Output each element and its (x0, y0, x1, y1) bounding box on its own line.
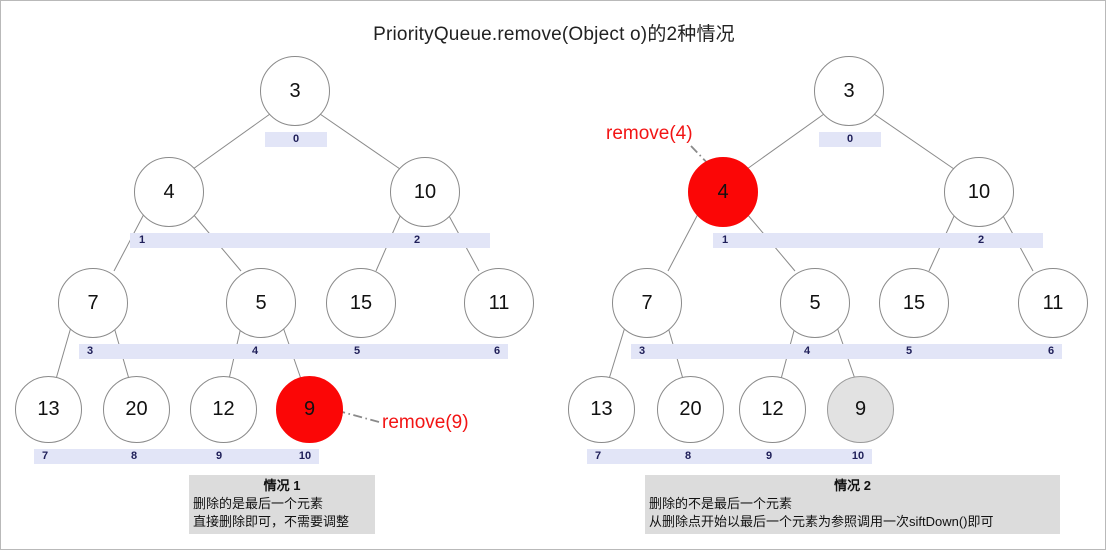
node-value: 12 (212, 398, 235, 420)
node-right-5[interactable]: 15 (879, 268, 949, 338)
index-bar-left-row2 (79, 344, 508, 359)
node-right-9[interactable]: 12 (739, 376, 806, 443)
node-value: 5 (255, 291, 267, 314)
node-left-5[interactable]: 15 (326, 268, 396, 338)
caption-case-1: 情况 1 删除的是最后一个元素 直接删除即可，不需要调整 (189, 475, 375, 534)
index-label-right-5: 5 (905, 345, 913, 357)
node-left-6[interactable]: 11 (464, 268, 534, 338)
node-right-4[interactable]: 5 (780, 268, 850, 338)
node-right-6[interactable]: 11 (1018, 268, 1088, 338)
index-bar-right-row2 (631, 344, 1062, 359)
node-left-7[interactable]: 13 (15, 376, 82, 443)
index-label-right-1: 1 (721, 234, 729, 246)
page-title: PriorityQueue.remove(Object o)的2种情况 (373, 24, 735, 45)
index-label-right-6: 6 (1047, 345, 1055, 357)
index-label-left-4: 4 (251, 345, 259, 357)
index-label-left-7: 7 (41, 450, 49, 462)
index-label-right-10: 10 (851, 450, 865, 462)
node-value: 13 (37, 398, 60, 420)
node-right-7[interactable]: 13 (568, 376, 635, 443)
node-value: 11 (1042, 291, 1064, 314)
node-left-8[interactable]: 20 (103, 376, 170, 443)
node-value: 3 (289, 79, 301, 102)
index-label-right-9: 9 (765, 450, 773, 462)
index-bar-left-row0 (265, 132, 327, 147)
index-label-right-8: 8 (684, 450, 692, 462)
node-value: 10 (413, 180, 437, 203)
index-label-left-6: 6 (493, 345, 501, 357)
caption-heading: 情况 2 (834, 478, 871, 493)
index-label-left-1: 1 (138, 234, 146, 246)
index-bar-left-row1 (130, 233, 490, 248)
caption-line-1: 删除的不是最后一个元素 (649, 496, 793, 511)
remove-9-label: remove(9) (382, 412, 469, 433)
node-right-8[interactable]: 20 (657, 376, 724, 443)
index-label-right-0: 0 (846, 133, 854, 145)
node-left-10[interactable]: 9 (276, 376, 343, 443)
index-label-left-3: 3 (86, 345, 94, 357)
caption-heading: 情况 1 (263, 478, 301, 493)
node-value: 5 (809, 291, 821, 314)
caption-line-1: 删除的是最后一个元素 (193, 496, 324, 511)
node-value: 11 (488, 291, 510, 314)
node-value: 10 (967, 180, 991, 203)
remove-4-label: remove(4) (606, 123, 693, 144)
index-label-right-7: 7 (594, 450, 602, 462)
index-label-right-4: 4 (803, 345, 811, 357)
node-value: 13 (590, 398, 613, 420)
index-label-left-2: 2 (413, 234, 421, 246)
node-value: 7 (641, 291, 653, 314)
node-right-3[interactable]: 7 (612, 268, 682, 338)
node-value: 15 (902, 291, 926, 314)
node-value: 20 (125, 398, 148, 420)
index-label-right-3: 3 (638, 345, 646, 357)
node-value: 15 (349, 291, 373, 314)
node-value: 12 (761, 398, 784, 420)
index-bar-left-row3 (34, 449, 319, 464)
node-value: 4 (163, 180, 175, 203)
node-left-4[interactable]: 5 (226, 268, 296, 338)
index-bar-right-row1 (713, 233, 1043, 248)
node-value: 20 (679, 398, 702, 420)
index-label-left-0: 0 (292, 133, 300, 145)
node-left-2[interactable]: 10 (390, 157, 460, 227)
index-label-left-10: 10 (298, 450, 312, 462)
node-value: 9 (303, 398, 316, 420)
node-right-10[interactable]: 9 (827, 376, 894, 443)
node-right-0[interactable]: 3 (814, 56, 884, 126)
node-left-1[interactable]: 4 (134, 157, 204, 227)
node-left-0[interactable]: 3 (260, 56, 330, 126)
node-left-3[interactable]: 7 (58, 268, 128, 338)
caption-line-2: 从删除点开始以最后一个元素为参照调用一次siftDown()即可 (649, 514, 994, 529)
index-bar-right-row3 (587, 449, 872, 464)
caption-case-2: 情况 2 删除的不是最后一个元素 从删除点开始以最后一个元素为参照调用一次sif… (645, 475, 1060, 534)
index-label-left-8: 8 (130, 450, 138, 462)
caption-line-2: 直接删除即可，不需要调整 (193, 514, 350, 529)
index-label-left-9: 9 (215, 450, 223, 462)
index-label-right-2: 2 (977, 234, 985, 246)
node-value: 9 (854, 398, 867, 420)
node-left-9[interactable]: 12 (190, 376, 257, 443)
node-right-1[interactable]: 4 (688, 157, 758, 227)
node-value: 7 (87, 291, 99, 314)
node-value: 4 (717, 180, 729, 203)
index-bar-right-row0 (819, 132, 881, 147)
node-right-2[interactable]: 10 (944, 157, 1014, 227)
node-value: 3 (843, 79, 855, 102)
index-label-left-5: 5 (353, 345, 361, 357)
